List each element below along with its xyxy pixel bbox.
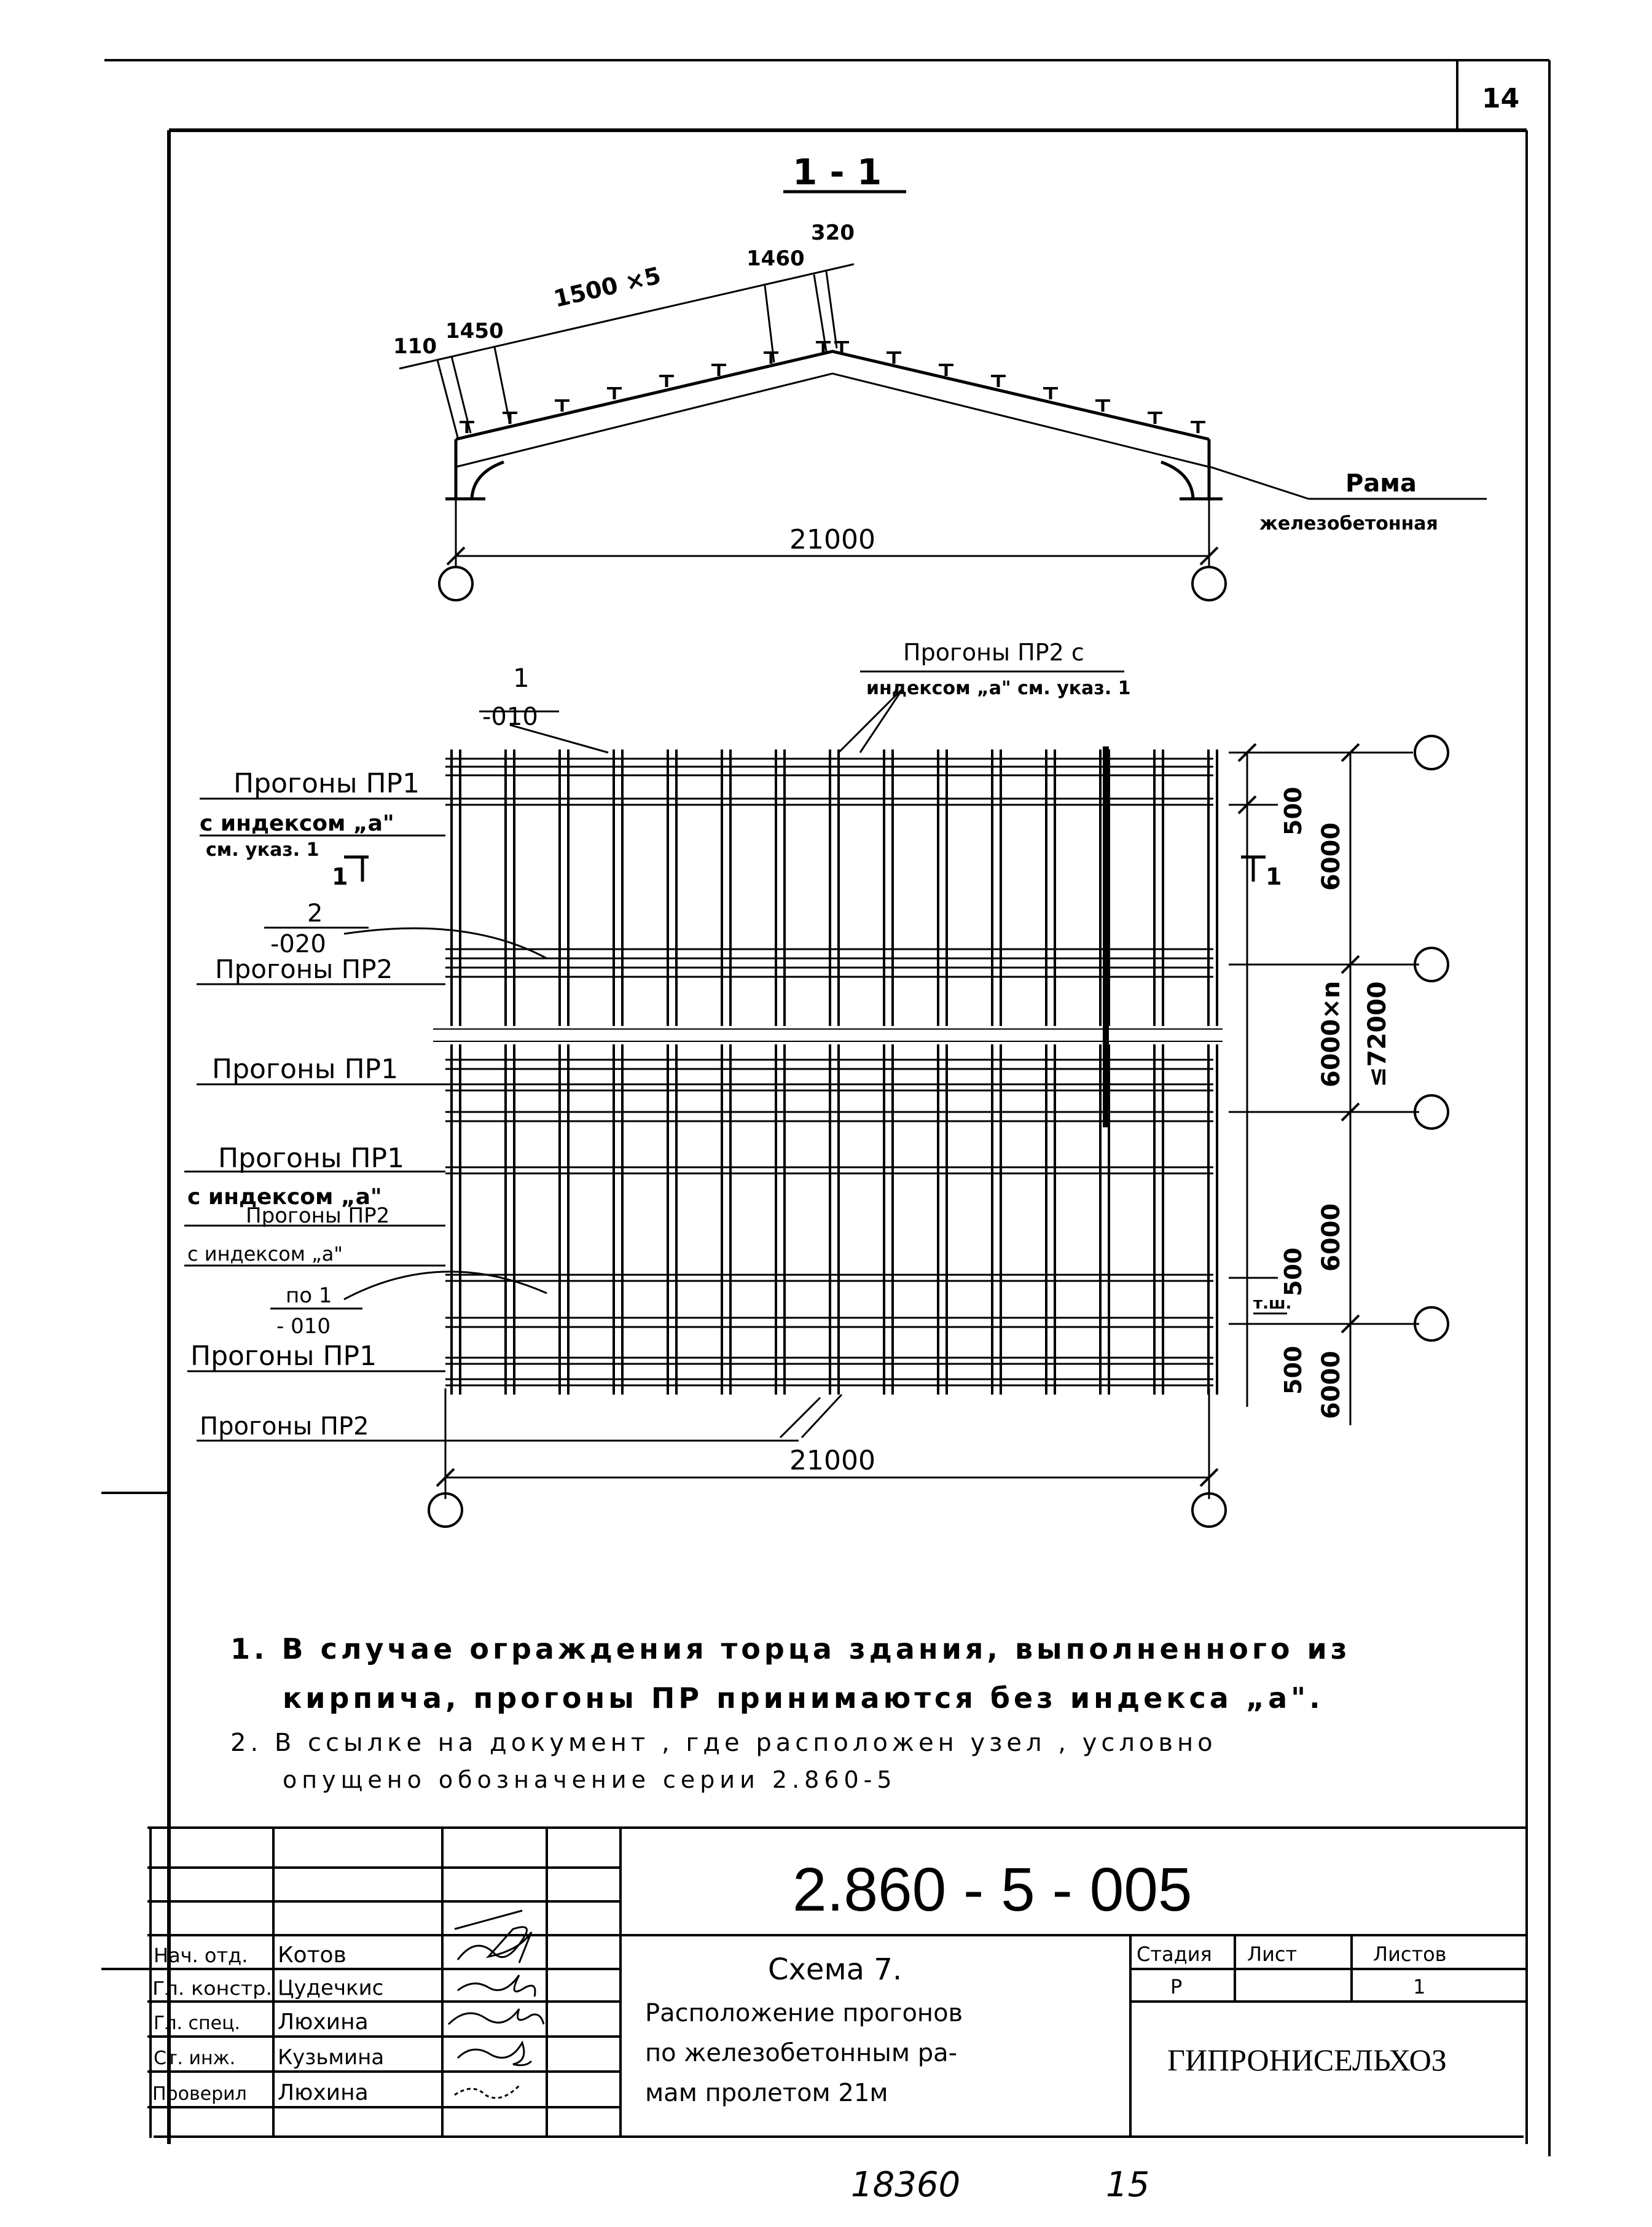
- scheme-title: Схема 7.: [768, 1952, 902, 1987]
- page-number: 15: [1106, 2165, 1149, 2205]
- dim-1450: 1450: [445, 319, 504, 343]
- name-1: Котов: [278, 1943, 346, 1968]
- dim-110: 110: [393, 334, 437, 359]
- pr2-bottom-label: Прогоны ПР2: [200, 1412, 369, 1441]
- section-title-text: 1 - 1: [793, 151, 882, 193]
- sheet-frame: [101, 59, 1551, 2156]
- name-3: Люхина: [278, 2010, 369, 2035]
- pr1-a-label-line3: см. указ. 1: [206, 839, 319, 861]
- pr1-bottom-label: Прогоны ПР1: [190, 1341, 377, 1372]
- sheet-header: Лист: [1247, 1943, 1297, 1966]
- sheets-header: Листов: [1373, 1943, 1447, 1966]
- note-1-line2: кирпича, прогоны ПР принимаются без инде…: [283, 1681, 1324, 1715]
- dim-320: 320: [811, 221, 855, 245]
- dim-6000-a: 6000: [1317, 823, 1345, 891]
- role-2: Гл. констр.: [152, 1978, 272, 2000]
- name-5: Люхина: [278, 2080, 369, 2105]
- dim-span-top: 21000: [789, 524, 875, 555]
- node3-denominator: - 010: [276, 1314, 331, 1339]
- role-3: Гл. спец.: [154, 2013, 240, 2034]
- stage-header: Стадия: [1137, 1943, 1212, 1966]
- node1-number: 1: [513, 663, 530, 693]
- inventory-number: 18360: [851, 2165, 960, 2205]
- pr2-b-label-line1: Прогоны ПР2: [246, 1204, 390, 1228]
- sheets-value: 1: [1413, 1975, 1425, 1998]
- scheme-desc-2: по железобетонным ра-: [645, 2039, 957, 2067]
- sheet-number: 14: [1482, 83, 1519, 114]
- dim-6000-b: 6000: [1317, 1204, 1345, 1272]
- dim-500-b: 500: [1280, 1248, 1307, 1296]
- scheme-desc-1: Расположение прогонов: [645, 1999, 963, 2027]
- dim-500-a: 500: [1280, 787, 1307, 836]
- plan-frames: [184, 670, 1449, 1528]
- pr1-a-label-line2: с индексом „а": [200, 811, 394, 836]
- pr2-index-label-line1: Прогоны ПР2 с: [903, 639, 1084, 666]
- role-5: Проверил: [152, 2083, 247, 2105]
- node2-denominator: -020: [270, 930, 326, 958]
- name-4: Кузьмина: [278, 2045, 384, 2070]
- signatures: [447, 1909, 545, 2099]
- section-title: 1 - 1: [783, 151, 906, 194]
- node3-number: по 1: [286, 1283, 332, 1308]
- frame-label-line1: Рама: [1345, 469, 1417, 498]
- doc-code: 2.860 - 5 - 005: [793, 1855, 1192, 1924]
- note-2-line2: опущено обозначение серии 2.860-5: [283, 1766, 897, 1793]
- role-4: Ст. инж.: [154, 2048, 235, 2069]
- section-cut-right: 1: [1266, 863, 1282, 890]
- pr1-mid-label: Прогоны ПР1: [212, 1054, 398, 1085]
- role-1: Нач. отд.: [154, 1944, 248, 1967]
- dim-1460: 1460: [746, 246, 805, 271]
- dim-le72000: ≤72000: [1363, 981, 1392, 1087]
- dim-1500x5: 1500 ×5: [551, 262, 664, 313]
- pr1-a-label-line1: Прогоны ПР1: [233, 768, 420, 799]
- pr1-b-label-line1: Прогоны ПР1: [218, 1143, 404, 1174]
- organization: ГИПРОНИСЕЛЬХОЗ: [1167, 2043, 1447, 2077]
- pr1-b-label-line2: с индексом „а": [187, 1184, 382, 1210]
- dim-6000xn: 6000×n: [1317, 981, 1345, 1087]
- pr2-index-label-line2: индексом „а" см. указ. 1: [866, 678, 1131, 699]
- title-block-grid: [147, 1826, 1527, 2138]
- section-cut-left: 1: [332, 863, 348, 890]
- scheme-desc-3: мам пролетом 21м: [645, 2079, 888, 2107]
- name-2: Цудечкис: [278, 1976, 383, 2000]
- frame-label-line2: железобетонная: [1259, 513, 1438, 534]
- section-frame: [399, 263, 1227, 601]
- pr2-mid-label: Прогоны ПР2: [215, 954, 393, 984]
- dim-6000-c: 6000: [1317, 1351, 1345, 1419]
- dim-500-c: 500: [1280, 1346, 1307, 1395]
- dim-span-plan: 21000: [789, 1445, 875, 1476]
- node2-number: 2: [307, 899, 323, 928]
- note-1-line1: 1. В случае ограждения торца здания, вып…: [230, 1632, 1351, 1665]
- stage-value: Р: [1170, 1975, 1182, 1998]
- note-2-line1: 2. В ссылке на документ , где расположен…: [230, 1729, 1217, 1757]
- dim-tw: т.ш.: [1253, 1294, 1291, 1313]
- pr2-b-label-line2: с индексом „а": [187, 1242, 343, 1266]
- node1-denominator: -010: [482, 703, 538, 731]
- frame-label: Рама железобетонная: [1210, 466, 1487, 534]
